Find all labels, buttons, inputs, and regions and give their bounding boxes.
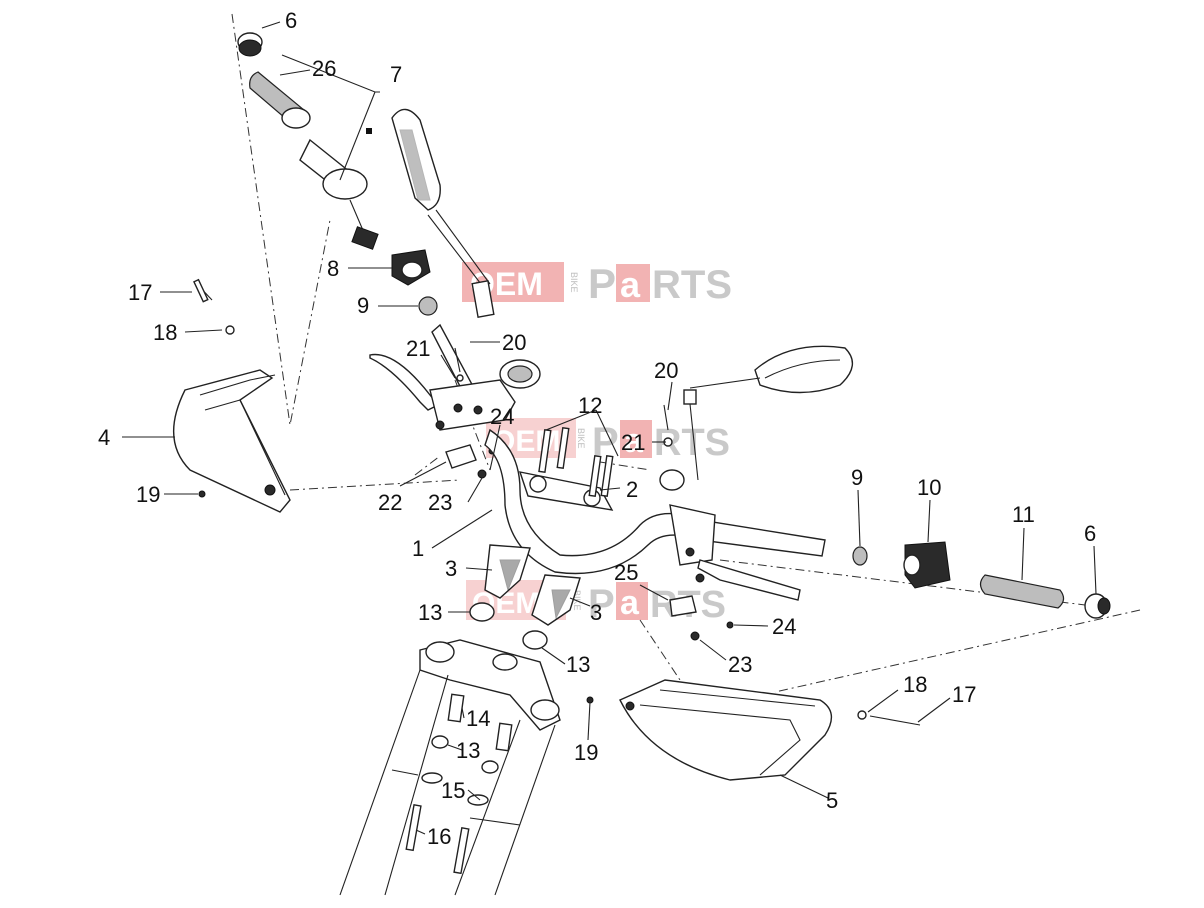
callouts: 6 26 7 8 9 17 18 21 20 20 12 24 21 4 19 …: [98, 8, 1096, 849]
callout-6: 6: [285, 8, 297, 33]
handlebar: [484, 428, 826, 575]
watermark-a-text: a: [620, 264, 641, 305]
callout-20: 20: [502, 330, 526, 355]
callout-25: 25: [614, 560, 638, 585]
watermark-bike-text: BIKE: [569, 272, 579, 293]
callout-17: 17: [952, 682, 976, 707]
callout-9: 9: [357, 293, 369, 318]
callout-11: 11: [1012, 502, 1035, 527]
callout-13: 13: [456, 738, 480, 763]
watermark-a-text: a: [624, 422, 644, 460]
throttle-sensor: [351, 226, 379, 250]
left-hand-guard: [173, 369, 291, 513]
risers: [469, 544, 581, 650]
left-guard-bolts: [193, 278, 235, 335]
callout-8: 8: [327, 256, 339, 281]
callout-22: 22: [378, 490, 402, 515]
callout-23: 23: [728, 652, 752, 677]
callout-20: 20: [654, 358, 678, 383]
left-grip-assembly: [237, 32, 379, 250]
callout-18: 18: [903, 672, 927, 697]
spacer-left: [418, 296, 438, 316]
callout-4: 4: [98, 425, 110, 450]
callout-21: 21: [621, 430, 645, 455]
callout-18: 18: [153, 320, 177, 345]
right-mirror: [683, 345, 853, 481]
right-lever-assembly: [659, 404, 801, 641]
callout-13: 13: [566, 652, 590, 677]
callout-12: 12: [578, 393, 602, 418]
handlebar-clamp: [518, 426, 614, 511]
watermark-a-text: a: [620, 584, 640, 622]
watermark-rts-text: RTS: [652, 263, 732, 307]
leader-lines: [122, 21, 1097, 835]
fork-assembly: [339, 639, 561, 896]
callout-23: 23: [428, 490, 452, 515]
callout-6: 6: [1084, 521, 1096, 546]
callout-1: 1: [412, 536, 424, 561]
callout-16: 16: [427, 824, 451, 849]
callout-5: 5: [826, 788, 838, 813]
callout-2: 2: [626, 477, 638, 502]
callout-3: 3: [590, 600, 602, 625]
watermark-bike-text: BIKE: [576, 428, 586, 449]
callout-19: 19: [136, 482, 160, 507]
right-hand-guard: [586, 679, 921, 781]
callout-10: 10: [917, 475, 941, 500]
callout-21: 21: [406, 336, 430, 361]
watermark-top: OEM BIKE P a RTS: [462, 260, 732, 307]
callout-14: 14: [466, 706, 490, 731]
callout-9: 9: [851, 465, 863, 490]
left-mirror: [391, 108, 495, 318]
callout-7: 7: [390, 62, 402, 87]
left-lever-assembly: [369, 347, 541, 479]
callout-24: 24: [490, 404, 514, 429]
left-switch-assembly: [391, 249, 476, 397]
right-grip-assembly: [852, 541, 1111, 619]
callout-13: 13: [418, 600, 442, 625]
callout-15: 15: [441, 778, 465, 803]
callout-3: 3: [445, 556, 457, 581]
watermark-p-text: P: [588, 582, 615, 626]
callout-17: 17: [128, 280, 152, 305]
watermark-p-text: P: [588, 260, 616, 307]
callout-19: 19: [574, 740, 598, 765]
callout-26: 26: [312, 56, 336, 81]
callout-24: 24: [772, 614, 796, 639]
